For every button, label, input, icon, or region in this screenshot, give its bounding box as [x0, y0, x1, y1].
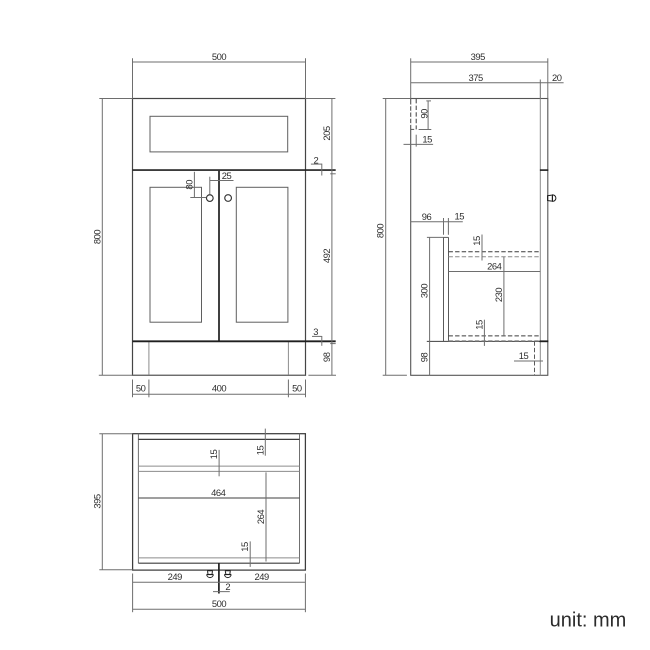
svg-text:98: 98	[419, 353, 430, 363]
svg-text:3: 3	[313, 326, 318, 337]
svg-text:264: 264	[255, 510, 266, 525]
svg-text:15: 15	[455, 211, 465, 222]
svg-text:2: 2	[314, 154, 319, 165]
svg-text:230: 230	[493, 288, 504, 303]
svg-text:500: 500	[212, 598, 227, 609]
svg-text:80: 80	[183, 180, 194, 190]
svg-text:98: 98	[321, 352, 332, 362]
svg-text:375: 375	[468, 72, 483, 83]
svg-text:20: 20	[552, 72, 562, 83]
svg-text:464: 464	[211, 487, 226, 498]
svg-text:unit: mm: unit: mm	[550, 609, 627, 631]
svg-text:15: 15	[239, 542, 250, 552]
svg-text:96: 96	[422, 211, 432, 222]
svg-text:264: 264	[487, 261, 502, 272]
svg-text:249: 249	[254, 571, 269, 582]
svg-text:800: 800	[91, 230, 102, 245]
svg-text:400: 400	[212, 383, 227, 394]
svg-text:800: 800	[375, 224, 386, 239]
svg-text:395: 395	[91, 494, 102, 509]
svg-text:15: 15	[473, 320, 484, 330]
svg-text:50: 50	[136, 383, 146, 394]
svg-text:50: 50	[292, 383, 302, 394]
svg-text:500: 500	[212, 51, 227, 62]
svg-text:15: 15	[422, 134, 432, 145]
svg-text:300: 300	[419, 284, 430, 299]
svg-text:15: 15	[471, 236, 482, 246]
svg-text:90: 90	[418, 109, 429, 119]
svg-text:492: 492	[321, 249, 332, 264]
svg-text:205: 205	[321, 126, 332, 141]
svg-text:395: 395	[471, 51, 486, 62]
svg-text:15: 15	[254, 446, 265, 456]
svg-text:15: 15	[519, 350, 529, 361]
svg-text:249: 249	[168, 571, 183, 582]
svg-text:15: 15	[208, 450, 219, 460]
svg-text:25: 25	[222, 170, 232, 181]
svg-text:2: 2	[225, 581, 230, 592]
